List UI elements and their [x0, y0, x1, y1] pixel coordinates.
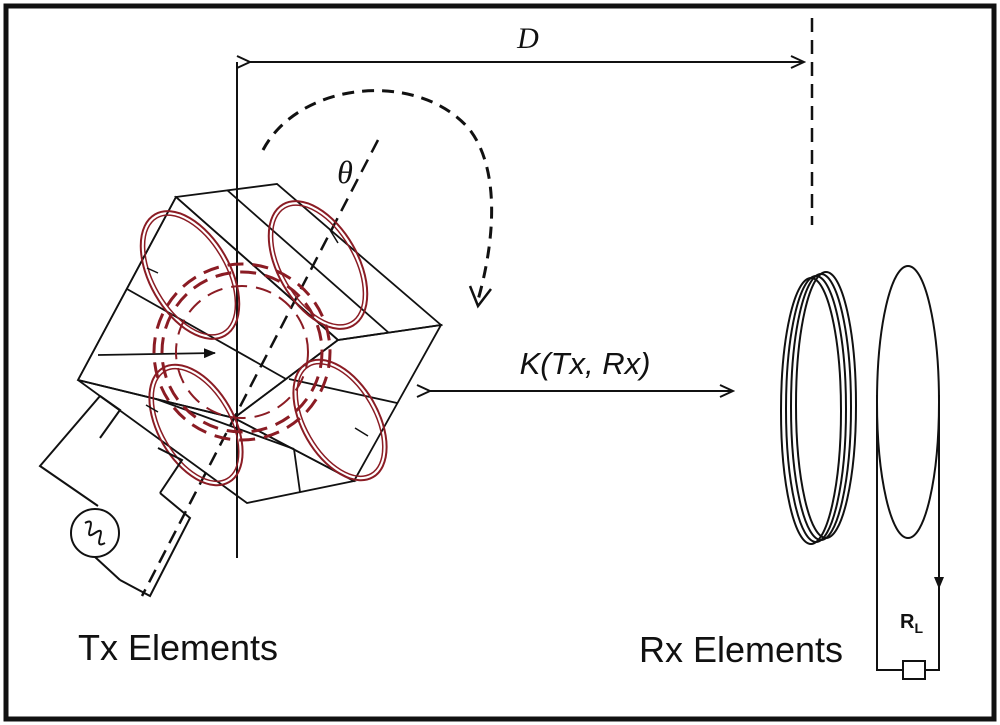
rotation-indicator: θ: [140, 89, 494, 597]
rx-caption: Rx Elements: [639, 629, 843, 670]
rx-load-coil: [876, 265, 940, 539]
tx-coil-bottom-right: [292, 358, 388, 482]
tx-coil-top-right: [267, 200, 369, 330]
tx-feed-circuit: [38, 395, 192, 598]
tx-coil-center: [152, 262, 332, 442]
tilted-axis: [140, 139, 380, 597]
tx-caption: Tx Elements: [78, 627, 278, 668]
cube-bottom-face: [77, 379, 357, 504]
coil-tick-marks: [145, 229, 369, 437]
tx-coils: [139, 200, 388, 487]
cube-right-face: [232, 323, 443, 483]
load-label: RL: [900, 611, 923, 636]
rotation-arc: [261, 89, 494, 301]
tx-coil-bottom-left: [148, 363, 244, 487]
coupling-indicator: K(Tx, Rx): [430, 346, 733, 391]
load-resistor: [902, 660, 926, 680]
ac-wave: [84, 520, 106, 546]
distance-label: D: [516, 22, 539, 55]
rx-load-circuit: [876, 265, 944, 680]
tx-coil-top-left: [139, 210, 241, 340]
angle-label: θ: [337, 154, 353, 190]
outer-border: [3, 3, 997, 722]
rx-coil-stack: [780, 271, 857, 545]
rotation-arrowhead: [468, 285, 492, 309]
coupling-label: K(Tx, Rx): [520, 346, 651, 381]
